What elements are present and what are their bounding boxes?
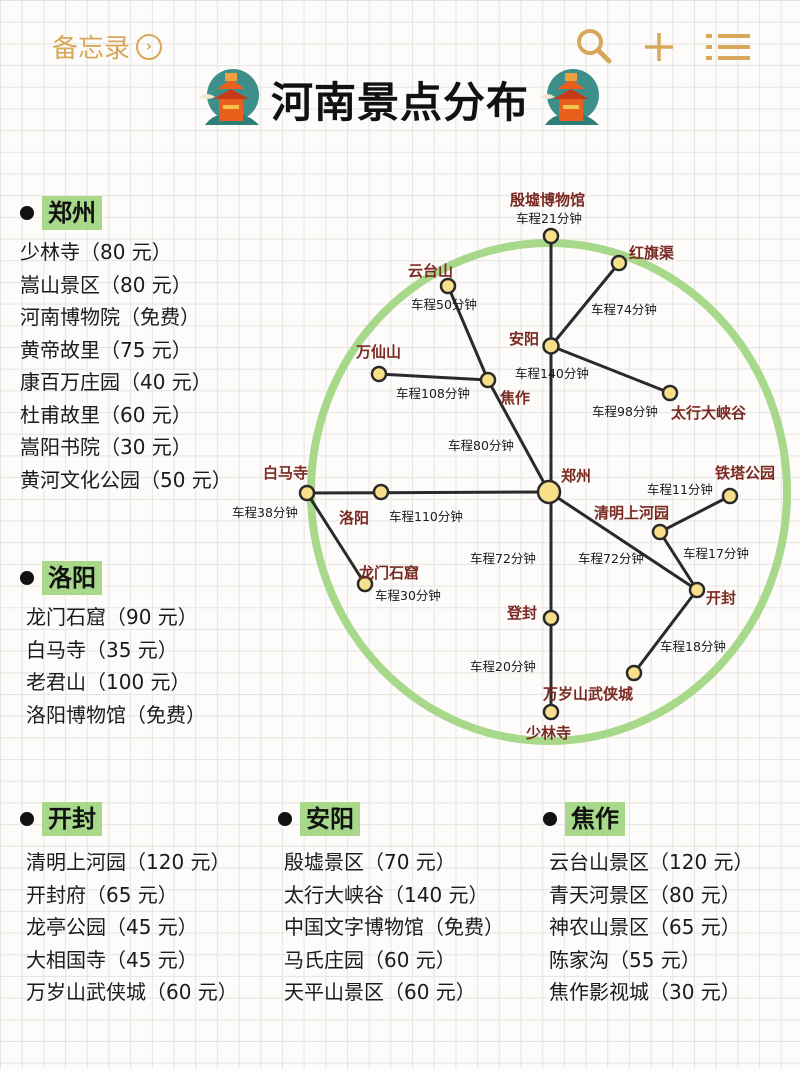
list-item: 大相国寺（45 元） [26,947,198,972]
list-item: 开封府（65 元） [26,882,178,907]
route-lines [305,236,731,712]
back-label: 备忘录 [52,34,131,64]
page-title: 河南景点分布 [270,77,529,127]
node-label-luoyang: 洛阳 [339,509,369,527]
node-label-hongqiqu: 红旗渠 [629,244,674,262]
duration-label: 车程20分钟 [470,659,536,674]
attraction-list: 云台山景区（120 元） 青天河景区（80 元） 神农山景区（65 元） 陈家沟… [549,846,754,1009]
duration-label: 车程80分钟 [448,438,514,453]
duration-label: 车程108分钟 [396,386,470,401]
node-label-jiaozuo: 焦作 [499,389,530,407]
section-kaifeng: 开封 清明上河园（120 元） 开封府（65 元） 龙亭公园（45 元） 大相国… [20,802,238,1009]
section-title: 焦作 [565,802,625,836]
list-item: 陈家沟（55 元） [549,947,701,972]
list-item: 太行大峡谷（140 元） [284,882,489,907]
list-item: 黄帝故里（75 元） [20,337,192,362]
list-item: 云台山景区（120 元） [549,850,754,874]
list-item: 天平山景区（60 元） [284,980,476,1004]
top-bar: 备忘录 › [0,24,800,68]
pagoda-icon [535,67,605,131]
duration-label: 车程140分钟 [515,366,589,381]
list-item: 万岁山武侠城（60 元） [26,980,238,1004]
node-label-qingming: 清明上河园 [594,504,669,522]
node-label-tieta: 铁塔公园 [715,464,775,482]
duration-label: 车程110分钟 [389,509,463,524]
attraction-list: 清明上河园（120 元） 开封府（65 元） 龙亭公园（45 元） 大相国寺（4… [26,846,238,1009]
search-icon[interactable] [574,26,614,70]
list-item: 杜甫故里（60 元） [20,402,192,427]
section-zhengzhou: 郑州 少林寺（80 元） 嵩山景区（80 元） 河南博物院（免费） 黄帝故里（7… [20,196,232,496]
list-item: 洛阳博物馆（免费） [26,702,206,727]
node-label-wansuishan: 万岁山武侠城 [542,685,633,703]
duration-label: 车程21分钟 [516,211,582,226]
list-item: 清明上河园（120 元） [26,850,231,874]
section-title: 开封 [42,802,102,836]
list-item: 河南博物院（免费） [20,305,200,329]
list-item: 青天河景区（80 元） [549,882,741,907]
node-label-baimasi: 白马寺 [263,464,308,482]
region-ring [307,239,791,745]
node-label-anyang: 安阳 [509,330,539,348]
list-item: 殷墟景区（70 元） [284,850,456,874]
list-item: 老君山（100 元） [26,670,191,694]
section-luoyang: 洛阳 龙门石窟（90 元） 白马寺（35 元） 老君山（100 元） 洛阳博物馆… [20,561,206,731]
bullet-icon [20,571,34,585]
node-label-wanxianshan: 万仙山 [355,343,401,361]
back-button[interactable]: 备忘录 › [52,28,163,65]
section-title: 郑州 [42,196,102,230]
bullet-icon [543,812,557,826]
plus-icon[interactable] [642,30,676,68]
list-item: 焦作影视城（30 元） [549,980,741,1004]
node-label-taihang: 太行大峡谷 [671,404,747,422]
duration-label: 车程30分钟 [375,588,441,603]
section-anyang: 安阳 殷墟景区（70 元） 太行大峡谷（140 元） 中国文字博物馆（免费） 马… [278,802,504,1009]
list-item: 嵩山景区（80 元） [20,272,192,297]
list-item: 少林寺（80 元） [20,240,172,264]
pagoda-icon [195,67,265,131]
bullet-icon [278,812,292,826]
list-item: 嵩阳书院（30 元） [20,435,192,459]
list-item: 康百万庄园（40 元） [20,370,212,394]
node-label-shaolin: 少林寺 [525,724,571,742]
list-icon[interactable] [706,32,750,66]
duration-label: 车程72分钟 [578,551,644,566]
node-label-dengfeng: 登封 [506,604,537,622]
attraction-list: 殷墟景区（70 元） 太行大峡谷（140 元） 中国文字博物馆（免费） 马氏庄园… [284,846,504,1009]
list-item: 白马寺（35 元） [26,637,178,662]
node-label-longmen: 龙门石窟 [358,564,419,582]
duration-label: 车程38分钟 [232,505,298,520]
title-bar: 河南景点分布 [0,66,800,132]
duration-label: 车程98分钟 [592,404,658,419]
section-title: 洛阳 [42,561,102,595]
list-item: 龙亭公园（45 元） [26,915,198,939]
list-item: 神农山景区（65 元） [549,915,741,939]
duration-label: 车程11分钟 [647,482,713,497]
duration-label: 车程17分钟 [683,546,749,561]
route-nodes [298,227,739,721]
chevron-right-circle-icon: › [136,33,163,60]
attraction-list: 龙门石窟（90 元） 白马寺（35 元） 老君山（100 元） 洛阳博物馆（免费… [26,601,206,731]
list-item: 中国文字博物馆（免费） [284,915,504,939]
list-item: 黄河文化公园（50 元） [20,467,232,492]
node-label-yuntaishan: 云台山 [408,262,453,280]
section-jiaozuo: 焦作 云台山景区（120 元） 青天河景区（80 元） 神农山景区（65 元） … [543,802,754,1009]
list-item: 马氏庄园（60 元） [284,947,456,972]
attraction-list: 少林寺（80 元） 嵩山景区（80 元） 河南博物院（免费） 黄帝故里（75 元… [20,236,232,496]
node-label-yinxu: 殷墟博物馆 [510,191,585,209]
bullet-icon [20,206,34,220]
bullet-icon [20,812,34,826]
duration-label: 车程18分钟 [660,639,726,654]
duration-label: 车程72分钟 [470,551,536,566]
node-label-zhengzhou: 郑州 [561,467,591,485]
duration-label: 车程74分钟 [591,302,657,317]
node-label-kaifeng: 开封 [706,589,736,607]
list-item: 龙门石窟（90 元） [26,605,198,629]
section-title: 安阳 [300,802,360,836]
duration-label: 车程50分钟 [411,297,477,312]
